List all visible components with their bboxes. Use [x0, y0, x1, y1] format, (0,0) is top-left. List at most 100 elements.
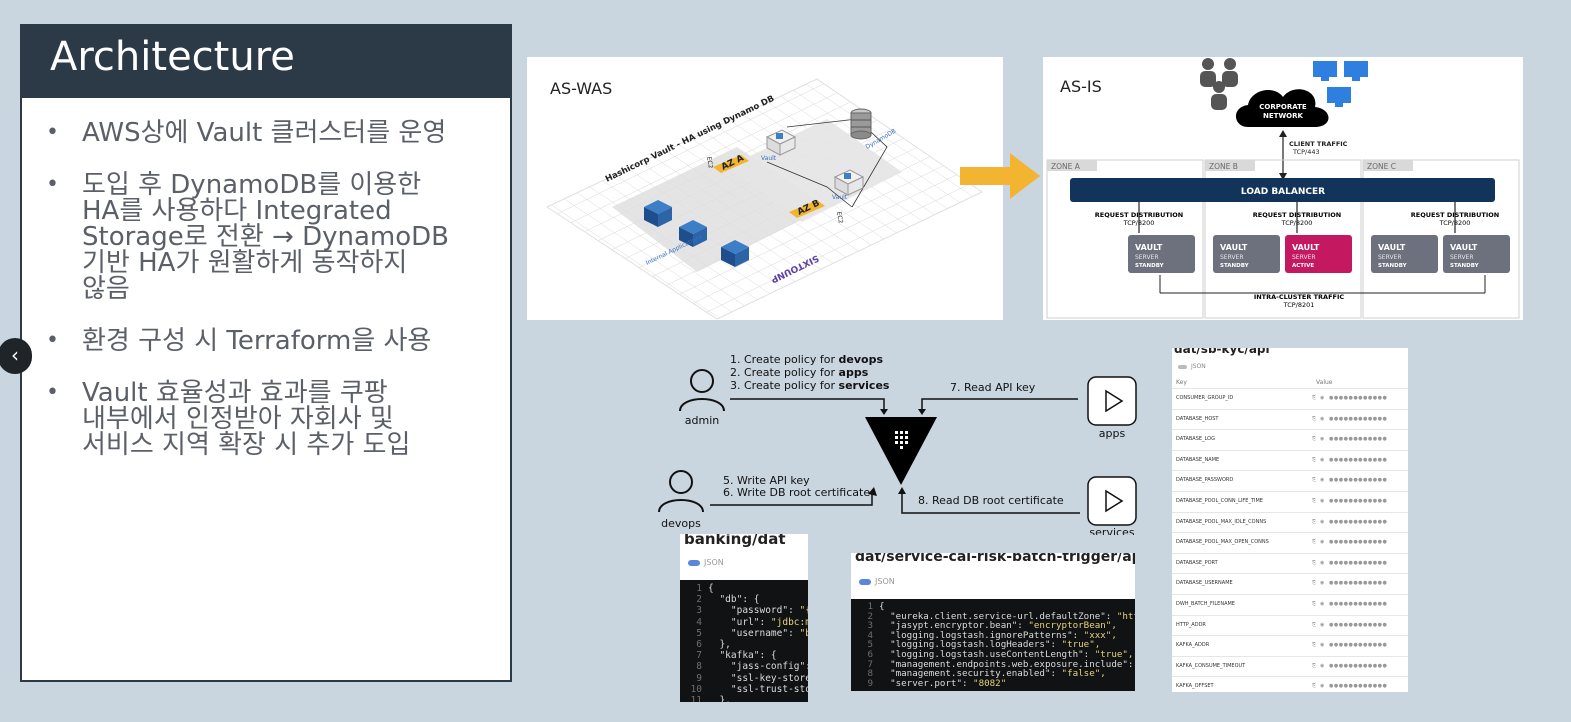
copy-icon[interactable]: ⎘: [1312, 662, 1317, 669]
eye-icon[interactable]: ◉: [1320, 580, 1325, 587]
copy-icon[interactable]: ⎘: [1312, 395, 1317, 401]
cloud-icon: CORPORATE NETWORK: [1235, 89, 1329, 127]
json-toggle[interactable]: JSON: [688, 558, 724, 567]
table-row[interactable]: DATABASE_USERNAME⎘◉●●●●●●●●●●●●: [1172, 573, 1408, 594]
copy-icon[interactable]: ⎘: [1312, 415, 1317, 422]
kv-key: KAFKA_CONSUME_TIMEOUT: [1176, 662, 1246, 669]
chevron-left-icon: ‹: [11, 343, 19, 367]
line-number: 9: [696, 672, 702, 684]
request-distribution-links: [1138, 202, 1456, 233]
code-line: 8 "jass-config":: [680, 661, 808, 672]
eye-icon[interactable]: ◉: [1320, 415, 1325, 422]
copy-icon[interactable]: ⎘: [1312, 559, 1317, 566]
line-number: 6: [867, 648, 873, 660]
ec2-a-label: EC2: [705, 156, 714, 169]
code-line: 1{: [680, 583, 808, 594]
code-line: 6 },: [680, 639, 808, 650]
eye-icon[interactable]: ◉: [1320, 498, 1325, 504]
services-play-icon: [1087, 476, 1137, 526]
code-window-header: banking/dat JSON: [680, 534, 808, 580]
server-state: STANDBY: [1378, 263, 1408, 269]
slide-title: Architecture: [50, 34, 295, 80]
table-row[interactable]: HTTP_ADDR ⎘◉ ●●●●●●●●●●●●: [1172, 614, 1408, 636]
masked-value: ●●●●●●●●●●●●: [1329, 580, 1388, 587]
kv-key: DATABASE_LOG: [1176, 436, 1215, 443]
slide-header: Architecture: [22, 26, 510, 98]
json-toggle[interactable]: JSON: [1178, 363, 1206, 370]
toggle-icon: [688, 559, 700, 566]
copy-icon[interactable]: ⎘: [1312, 621, 1317, 628]
table-row[interactable]: DATABASE_PORT⎘◉●●●●●●●●●●●●: [1172, 552, 1408, 574]
table-row[interactable]: KAFKA_CONSUME_TIMEOUT⎘◉●●●●●●●●●●●●: [1172, 655, 1408, 677]
line-number: 1: [867, 601, 873, 612]
table-row[interactable]: DATABASE_HOST⎘◉●●●●●●●●●●●●: [1172, 408, 1408, 430]
table-row[interactable]: DATABASE_NAME⎘◉●●●●●●●●●●●●: [1172, 449, 1408, 471]
eye-icon[interactable]: ◉: [1320, 436, 1325, 443]
zone-b-label: ZONE B: [1209, 162, 1238, 171]
code-value: "htt: [1116, 610, 1135, 622]
line-number: 2: [696, 594, 702, 606]
zones: ZONE A ZONE B ZONE C: [1046, 159, 1520, 319]
table-row[interactable]: DATABASE_PASSWORD⎘◉●●●●●●●●●●●●: [1172, 470, 1408, 491]
masked-value: ●●●●●●●●●●●●: [1329, 642, 1388, 649]
svg-text:TCP/8200: TCP/8200: [1439, 219, 1471, 227]
line-number: 10: [690, 683, 702, 695]
json-toggle[interactable]: JSON: [859, 577, 895, 586]
eye-icon[interactable]: ◉: [1320, 642, 1325, 649]
code-key: "eureka.client.service-url.defaultZone":: [879, 610, 1117, 622]
secret-path-label: dat/sb-kyc/api: [1174, 348, 1270, 356]
table-row[interactable]: CONSUMER_GROUP_ID⎘◉●●●●●●●●●●●●: [1172, 388, 1408, 409]
masked-value: ●●●●●●●●●●●●: [1329, 498, 1388, 504]
eye-icon[interactable]: ◉: [1320, 477, 1325, 484]
eye-icon[interactable]: ◉: [1320, 539, 1325, 546]
request-distribution-labels: REQUEST DISTRIBUTION TCP/8200 REQUEST DI…: [1095, 211, 1499, 227]
bullet-line: AWS상에 Vault 클러스터를 운영: [82, 118, 447, 148]
table-row[interactable]: DWH_BATCH_FILENAME⎘◉●●●●●●●●●●●●: [1172, 594, 1408, 615]
secret-path-label: dat/service-cal-risk-batch-trigger/api: [855, 553, 1135, 565]
masked-value: ●●●●●●●●●●●●: [1329, 621, 1388, 628]
code-key: "kafka": {: [708, 650, 777, 662]
eye-icon[interactable]: ◉: [1320, 601, 1325, 607]
prev-slide-button[interactable]: ‹: [0, 338, 32, 374]
bullet-line: 내부에서 인정받아 자회사 및: [82, 404, 394, 434]
devops-step-6: 6. Write DB root certificate: [723, 486, 870, 499]
copy-icon[interactable]: ⎘: [1312, 456, 1317, 463]
devops-arrow: [710, 491, 873, 506]
code-key: "server.port":: [879, 677, 974, 689]
eye-icon[interactable]: ◉: [1320, 621, 1325, 628]
table-row[interactable]: DATABASE_LOG ⎘◉ ●●●●●●●●●●●●: [1172, 429, 1408, 450]
server-role: SERVER: [1292, 254, 1316, 261]
copy-icon[interactable]: ⎘: [1312, 477, 1317, 484]
copy-icon[interactable]: ⎘: [1312, 601, 1317, 607]
eye-icon[interactable]: ◉: [1320, 683, 1325, 690]
code-value: "false",: [1061, 668, 1106, 680]
masked-value: ●●●●●●●●●●●●: [1329, 436, 1388, 443]
copy-icon[interactable]: ⎘: [1312, 580, 1317, 587]
eye-icon[interactable]: ◉: [1320, 662, 1325, 669]
table-row[interactable]: DATABASE_POOL_CONN_LIFE_TIME⎘◉●●●●●●●●●●…: [1172, 491, 1408, 512]
table-row[interactable]: KAFKA_OFFSET⎘◉●●●●●●●●●●●●: [1172, 676, 1408, 692]
copy-icon[interactable]: ⎘: [1312, 436, 1317, 443]
eye-icon[interactable]: ◉: [1320, 559, 1325, 566]
eye-icon[interactable]: ◉: [1320, 395, 1325, 401]
table-row[interactable]: DATABASE_POOL_MAX_OPEN_CONNS⎘◉●●●●●●●●●●…: [1172, 532, 1408, 553]
copy-icon[interactable]: ⎘: [1312, 683, 1317, 690]
kv-key: HTTP_ADDR: [1176, 621, 1206, 628]
eye-icon[interactable]: ◉: [1320, 518, 1325, 525]
svg-text:REQUEST DISTRIBUTION: REQUEST DISTRIBUTION: [1253, 211, 1341, 219]
svg-text:2. Create policy for apps: 2. Create policy for apps: [730, 366, 869, 379]
copy-icon[interactable]: ⎘: [1312, 539, 1317, 546]
bullet-line: 않음: [82, 274, 130, 304]
table-row[interactable]: KAFKA_ADDR⎘◉●●●●●●●●●●●●: [1172, 635, 1408, 656]
code-window-banking: banking/dat JSON 1{2 "db": {3 "password"…: [680, 534, 808, 702]
copy-icon[interactable]: ⎘: [1312, 642, 1317, 649]
server-state: ACTIVE: [1292, 263, 1314, 269]
svg-text:LOAD BALANCER: LOAD BALANCER: [1241, 187, 1325, 197]
copy-icon[interactable]: ⎘: [1312, 498, 1317, 504]
table-row[interactable]: DATABASE_POOL_MAX_IDLE_CONNS⎘◉●●●●●●●●●●…: [1172, 511, 1408, 533]
copy-icon[interactable]: ⎘: [1312, 518, 1317, 525]
kv-table-header: Key Value: [1176, 379, 1404, 386]
eye-icon[interactable]: ◉: [1320, 456, 1325, 463]
